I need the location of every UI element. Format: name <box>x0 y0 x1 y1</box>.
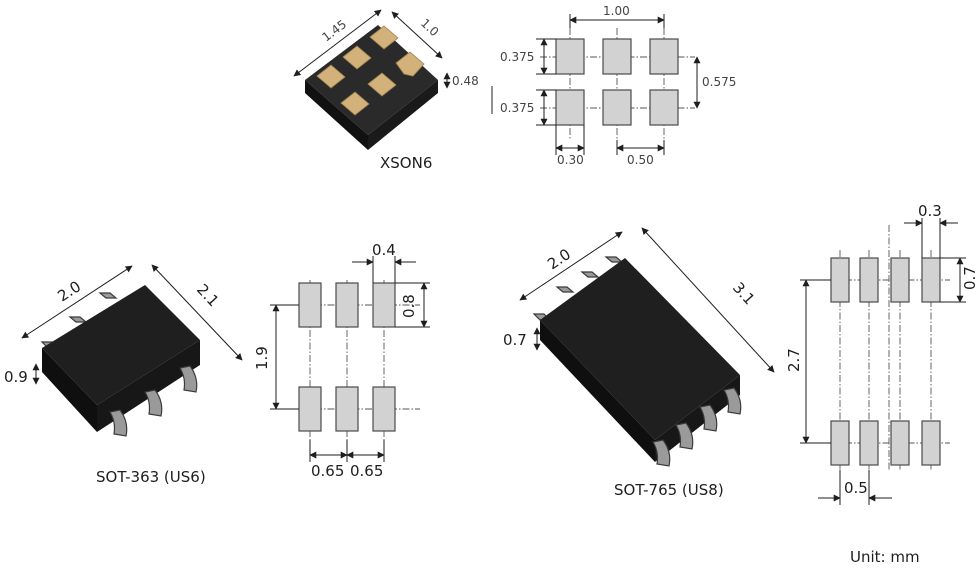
sot765-pad <box>830 420 850 466</box>
xson6-height-label: 0.48 <box>452 74 479 88</box>
sot765-package-name: SOT-765 (US8) <box>614 481 724 499</box>
sot363-pad <box>372 282 396 328</box>
sot363-pad <box>372 386 396 432</box>
sot765-width-label: 2.0 <box>544 245 574 273</box>
sot363-pad-width-label: 0.4 <box>372 241 396 259</box>
xson6-row-pitch-label: 0.575 <box>702 75 736 89</box>
xson6-span-label: 1.00 <box>603 4 630 18</box>
sot363-pad <box>298 282 322 328</box>
xson6-pad-width-label: 0.30 <box>557 153 584 167</box>
sot363-package-name: SOT-363 (US6) <box>96 468 206 486</box>
sot765-pad-length-label: 0.7 <box>961 266 979 290</box>
sot363-length-label: 2.0 <box>54 277 84 305</box>
xson6-package-render: 0.48 1.45 1.0 XSON6 <box>293 9 479 172</box>
sot363-pitch-left-label: 0.65 <box>311 462 344 480</box>
sot363-span-label: 2.1 <box>193 280 222 310</box>
sot363-pitch-right-label: 0.65 <box>350 462 383 480</box>
sot363-row-pitch-label: 1.9 <box>253 346 271 370</box>
sot765-span-label: 3.1 <box>729 279 758 309</box>
xson6-footprint: 1.00 0.375 0.375 0.575 0.30 0.50 <box>491 4 736 167</box>
xson6-pad-height-bottom-label: 0.375 <box>500 101 534 115</box>
sot765-pad <box>890 420 910 466</box>
sot765-pad-width-label: 0.3 <box>918 202 942 220</box>
sot363-footprint: 0.4 0.8 1.9 0.65 0.65 <box>253 241 430 480</box>
xson6-pad <box>649 89 679 126</box>
sot363-pad <box>335 386 359 432</box>
xson6-package-name: XSON6 <box>380 154 432 172</box>
sot765-pad <box>921 257 941 303</box>
sot765-pad <box>890 257 910 303</box>
sot765-row-pitch-label: 2.7 <box>785 348 803 372</box>
unit-label: Unit: mm <box>850 548 920 566</box>
sot765-package-render: 0.7 2.0 3.1 SOT-765 (US8) <box>503 227 775 499</box>
xson6-width-label: 1.0 <box>418 16 442 39</box>
sot363-pad <box>335 282 359 328</box>
xson6-pad-height-top-label: 0.375 <box>500 50 534 64</box>
xson6-pitch-label: 0.50 <box>627 153 654 167</box>
sot765-height-label: 0.7 <box>503 331 527 349</box>
sot765-pad <box>830 257 850 303</box>
xson6-pad <box>602 38 632 75</box>
sot765-pitch-label: 0.5 <box>844 479 868 497</box>
sot363-height-label: 0.9 <box>4 368 28 386</box>
sot363-pad <box>298 386 322 432</box>
xson6-pad <box>555 38 585 75</box>
xson6-length-label: 1.45 <box>319 17 349 44</box>
xson6-pad <box>649 38 679 75</box>
xson6-pad <box>555 89 585 126</box>
xson6-pad <box>602 89 632 126</box>
sot765-footprint: 0.3 0.7 2.7 0.5 <box>785 202 979 505</box>
sot765-pad <box>859 420 879 466</box>
sot765-pad <box>859 257 879 303</box>
sot363-package-render: 0.9 2.0 2.1 SOT-363 (US6) <box>4 264 243 486</box>
sot765-pad <box>921 420 941 466</box>
sot363-pad-length-label: 0.8 <box>400 294 418 318</box>
